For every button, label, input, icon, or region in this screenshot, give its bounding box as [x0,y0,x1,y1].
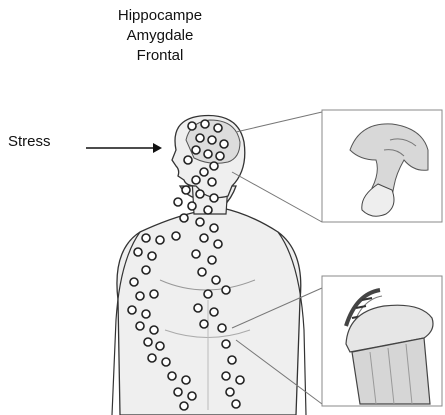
inset-pituitary [322,110,442,222]
region-label-amygdala: Amygdale [80,26,240,46]
arrow-right-icon [86,143,162,153]
region-label-frontal: Frontal [80,46,240,66]
brain-regions-label: Hippocampe Amygdale Frontal [80,6,240,66]
stress-label: Stress [8,133,51,150]
region-label-hippocampus: Hippocampe [80,6,240,26]
leader-line-brain [236,112,322,132]
human-torso [117,186,301,415]
inset-adrenal-gland [322,276,442,406]
